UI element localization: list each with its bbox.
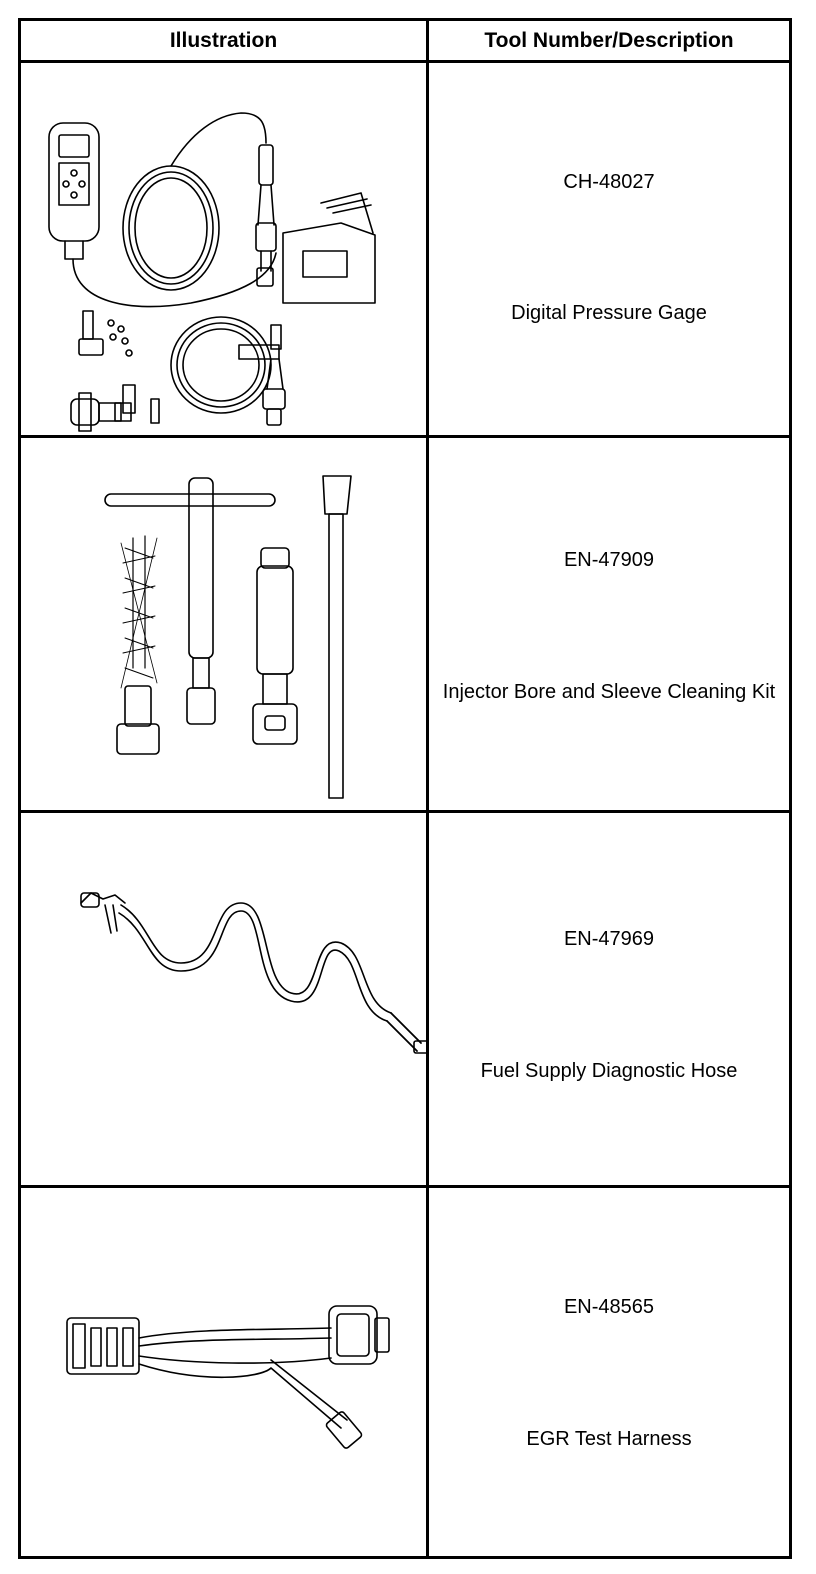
digital-pressure-gage-illustration — [21, 63, 426, 435]
cleaning-kit-illustration — [21, 438, 426, 810]
tool-number: CH-48027 — [563, 171, 655, 193]
tool-number: EN-47969 — [563, 928, 655, 950]
tool-description-cell: CH-48027 Digital Pressure Gage — [429, 63, 789, 435]
tool-name: Fuel Supply Diagnostic Hose — [480, 1060, 738, 1082]
tools-table: Illustration Tool Number/Description — [18, 18, 792, 1559]
tool-name: Injector Bore and Sleeve Cleaning Kit — [442, 681, 776, 703]
tool-description-cell: EN-47969 Fuel Supply Diagnostic Hose — [429, 813, 789, 1185]
tool-number: EN-48565 — [563, 1296, 655, 1318]
tool-number: EN-47909 — [563, 549, 655, 571]
tool-description-cell: EN-47909 Injector Bore and Sleeve Cleani… — [429, 438, 789, 810]
tool-description-cell: EN-48565 EGR Test Harness — [429, 1188, 789, 1556]
tool-name: Digital Pressure Gage — [511, 302, 707, 324]
table-row: CH-48027 Digital Pressure Gage — [21, 63, 789, 438]
tool-name: EGR Test Harness — [526, 1428, 692, 1450]
column-divider — [426, 21, 429, 1556]
diagnostic-hose-illustration — [21, 813, 426, 1185]
table-row: EN-48565 EGR Test Harness — [21, 1188, 789, 1556]
header-illustration: Illustration — [169, 28, 278, 52]
table-header: Illustration Tool Number/Description — [21, 21, 789, 63]
header-tool-number-description: Tool Number/Description — [484, 28, 734, 52]
test-harness-illustration — [21, 1188, 426, 1556]
table-row: EN-47969 Fuel Supply Diagnostic Hose — [21, 813, 789, 1188]
table-row: EN-47909 Injector Bore and Sleeve Cleani… — [21, 438, 789, 813]
